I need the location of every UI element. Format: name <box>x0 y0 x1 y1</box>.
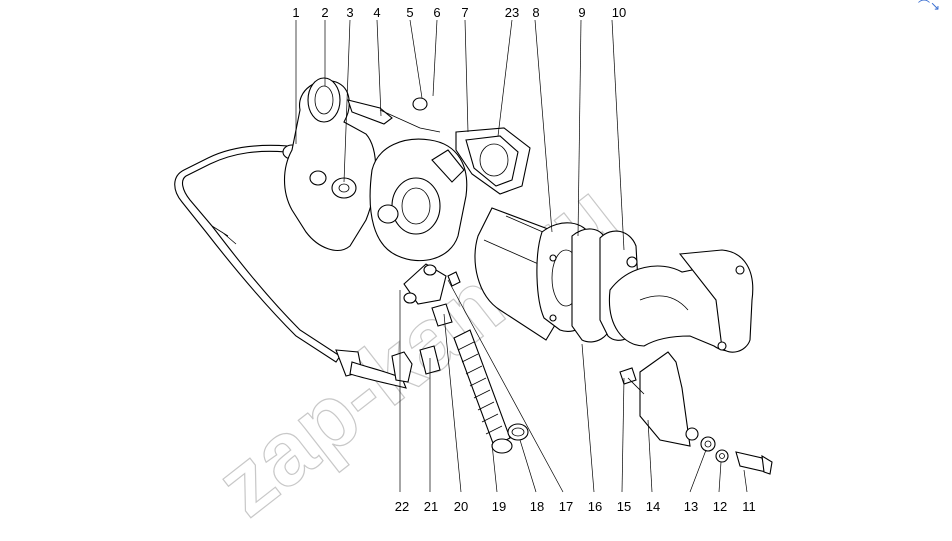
callout-11: 11 <box>742 499 756 514</box>
parts-drawing <box>174 77 773 475</box>
callout-4: 4 <box>373 5 380 20</box>
callout-20: 20 <box>454 499 468 514</box>
callout-13: 13 <box>684 499 698 514</box>
callout-14: 14 <box>646 499 660 514</box>
callout-10: 10 <box>612 5 626 20</box>
catalytic-converter <box>474 207 559 341</box>
callouts-top: 1 2 3 4 5 6 7 23 8 9 10 <box>292 5 626 20</box>
callout-17: 17 <box>559 499 573 514</box>
callout-3: 3 <box>346 5 353 20</box>
callout-8: 8 <box>532 5 539 20</box>
callout-2: 2 <box>321 5 328 20</box>
leader-lines <box>295 19 748 493</box>
callout-22: 22 <box>395 499 409 514</box>
support-bracket <box>639 351 691 447</box>
callout-1: 1 <box>292 5 299 20</box>
corner-mark: ⌒↘ <box>918 0 940 13</box>
callout-16: 16 <box>588 499 602 514</box>
callout-23: 23 <box>505 5 519 20</box>
callout-5: 5 <box>406 5 413 20</box>
callout-12: 12 <box>713 499 727 514</box>
callout-9: 9 <box>578 5 585 20</box>
callout-6: 6 <box>433 5 440 20</box>
callouts-bottom: 22 21 20 19 18 17 16 15 14 13 12 11 <box>395 499 756 514</box>
callout-7: 7 <box>461 5 468 20</box>
callout-15: 15 <box>617 499 631 514</box>
callout-18: 18 <box>530 499 544 514</box>
callout-19: 19 <box>492 499 506 514</box>
oil-feed-tube <box>174 144 341 363</box>
callout-21: 21 <box>424 499 438 514</box>
